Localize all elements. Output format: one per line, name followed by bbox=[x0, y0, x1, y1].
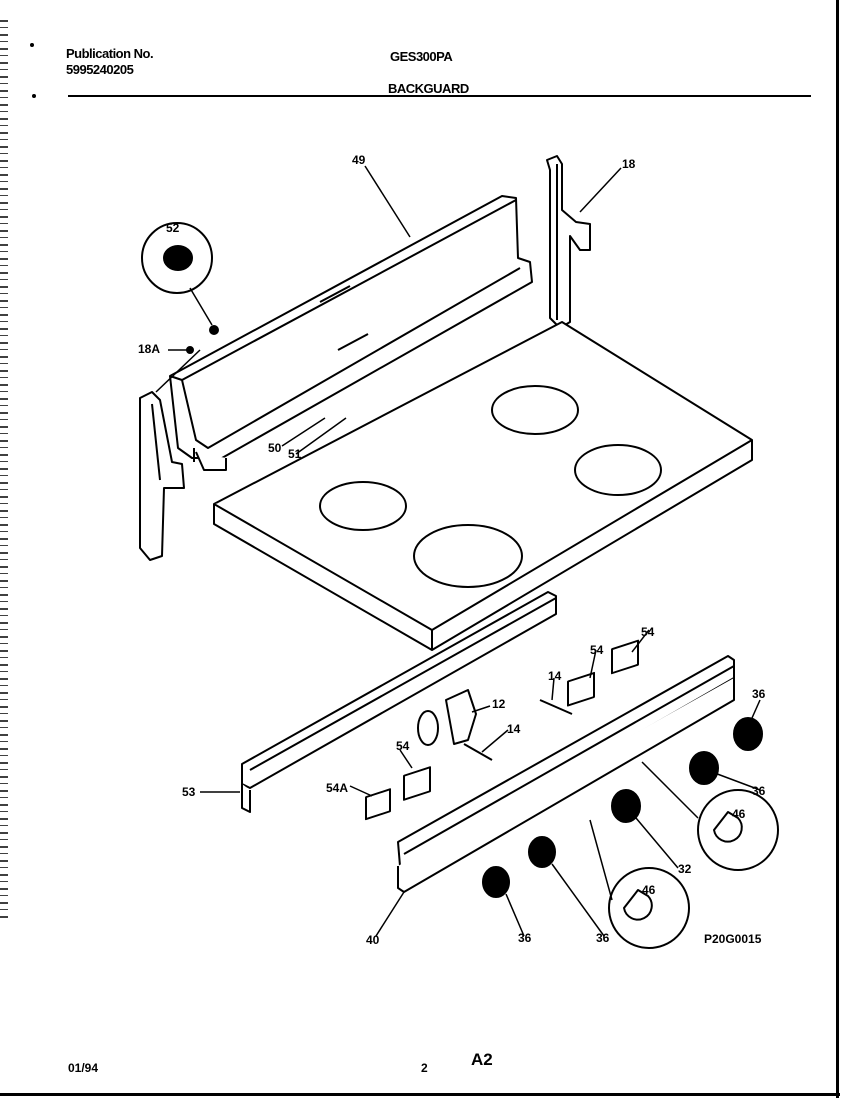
callout-54A: 54A bbox=[326, 781, 348, 795]
callout-54b: 54 bbox=[590, 643, 604, 657]
punch-dot bbox=[30, 43, 34, 47]
switch-54 bbox=[611, 639, 639, 675]
probe-14 bbox=[463, 743, 493, 761]
page-border-bottom bbox=[0, 1093, 840, 1096]
callout-36b: 36 bbox=[752, 784, 766, 798]
callout-40: 40 bbox=[366, 933, 380, 947]
burner-element bbox=[413, 524, 523, 588]
callout-36c: 36 bbox=[518, 931, 532, 945]
callout-12: 12 bbox=[492, 697, 506, 711]
callout-51: 51 bbox=[288, 447, 302, 461]
backguard-panel-49 bbox=[169, 195, 533, 471]
publication-number: 5995240205 bbox=[66, 62, 134, 77]
section-title: BACKGUARD bbox=[388, 81, 469, 96]
punch-dot bbox=[32, 94, 36, 98]
scan-edge-strip bbox=[0, 20, 8, 920]
callout-46b: 46 bbox=[642, 883, 656, 897]
end-bracket-18A bbox=[139, 391, 185, 561]
callout-46a: 46 bbox=[732, 807, 746, 821]
model-number: GES300PA bbox=[390, 49, 453, 64]
knob-icon bbox=[623, 889, 653, 921]
callout-53: 53 bbox=[182, 785, 196, 799]
callout-18A: 18A bbox=[138, 342, 160, 356]
probe-14 bbox=[539, 699, 573, 715]
callout-14a: 14 bbox=[548, 669, 562, 683]
callout-32: 32 bbox=[678, 862, 692, 876]
control-panel-40 bbox=[397, 655, 735, 893]
end-bracket-18 bbox=[546, 155, 591, 329]
callout-50: 50 bbox=[268, 441, 282, 455]
footer-page: 2 bbox=[421, 1061, 428, 1075]
callout-54c: 54 bbox=[396, 739, 410, 753]
switch-54 bbox=[567, 671, 595, 707]
cooktop bbox=[213, 321, 753, 651]
rear-strip-53 bbox=[241, 591, 557, 813]
callout-49: 49 bbox=[352, 153, 366, 167]
callout-18: 18 bbox=[622, 157, 636, 171]
figure-code: P20G0015 bbox=[704, 932, 762, 946]
burner-element bbox=[574, 444, 662, 496]
thermostat-bulb bbox=[417, 710, 439, 746]
switch-54 bbox=[403, 766, 431, 801]
footer-section-code: A2 bbox=[471, 1050, 493, 1069]
callout-52: 52 bbox=[166, 221, 180, 235]
footer-date: 01/94 bbox=[68, 1061, 99, 1075]
publication-label: Publication No. bbox=[66, 46, 154, 61]
header-rule bbox=[68, 95, 811, 97]
burner-element bbox=[319, 481, 407, 531]
thermostat-12 bbox=[445, 689, 477, 745]
switch-54A bbox=[365, 788, 391, 821]
knob-icon bbox=[713, 811, 743, 843]
callout-54a: 54 bbox=[641, 625, 655, 639]
callout-36d: 36 bbox=[596, 931, 610, 945]
callout-36a: 36 bbox=[752, 687, 766, 701]
callout-14b: 14 bbox=[507, 722, 521, 736]
burner-element bbox=[491, 385, 579, 435]
page-border-right bbox=[836, 0, 839, 1098]
control-knobs-36 bbox=[482, 717, 763, 898]
